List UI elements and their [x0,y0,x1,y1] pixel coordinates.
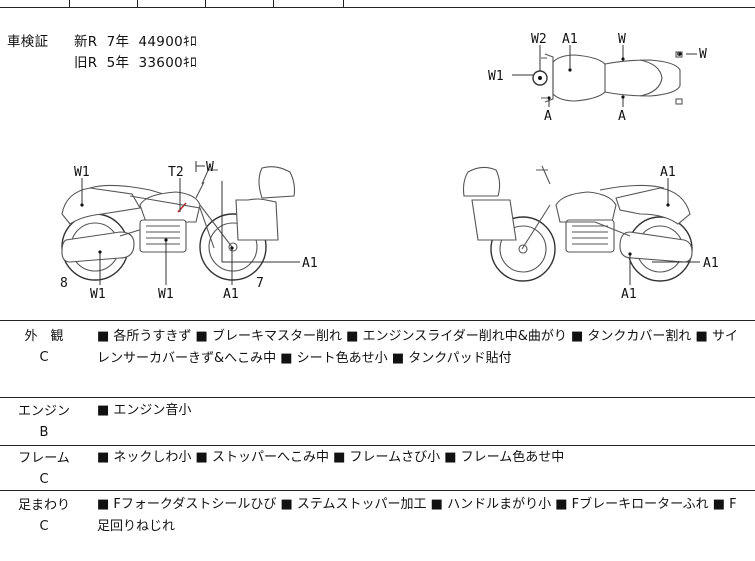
header-cell [0,0,70,8]
label-A: A [618,109,626,124]
label-A1: A1 [302,256,318,271]
row-label: 外 観 C [0,326,88,368]
motorcycle-top-view: W2 A1 W W W1 A A [488,32,707,124]
row-notes: ■ Fフォークダストシールひび ■ ステムストッパー加工 ■ ハンドルまがり小 … [97,497,737,534]
label-W: W [206,160,214,175]
row-label-text: フレーム [18,451,70,466]
label-A1: A1 [223,287,239,302]
inspection-new: 新R 7年 44900ｷﾛ [74,34,198,50]
header-strip [0,0,755,8]
damage-diagram-panel: 車検証 新R 7年 44900ｷﾛ 旧R 5年 33600ｷﾛ [0,8,755,321]
header-cell [206,0,274,8]
motorcycle-diagram: W2 A1 W W W1 A A [60,32,719,302]
label-W: W [699,47,707,62]
header-cell [70,0,138,8]
row-grade: C [39,472,49,487]
label-7: 7 [256,276,264,291]
condition-row-exterior: 外 観 C ■ 各所うすきず ■ ブレーキマスター削れ ■ エンジンスライダー削… [0,321,755,398]
row-label: フレーム C [0,448,88,490]
label-W1: W1 [90,287,106,302]
label-W1: W1 [488,69,504,84]
motorcycle-left-view: W1 T2 W A1 8 W1 W1 A1 7 [60,160,318,302]
row-label: エンジン B [0,401,88,443]
label-A1: A1 [703,256,719,271]
row-grade: C [39,519,49,534]
label-A1: A1 [562,32,578,47]
row-notes: ■ エンジン音小 [97,403,192,418]
inspection-label: 車検証 [7,34,49,50]
row-notes: ■ ネックしわ小 ■ ストッパーへこみ中 ■ フレームさび小 ■ フレーム色あせ… [97,450,565,465]
inspection-old: 旧R 5年 33600ｷﾛ [74,55,198,71]
label-A: A [544,109,552,124]
header-cell [274,0,344,8]
label-W: W [618,32,626,47]
label-W1: W1 [158,287,174,302]
row-label-text: 外 観 [24,329,64,344]
label-A1: A1 [621,287,637,302]
label-W2: W2 [531,32,547,47]
row-notes: ■ 各所うすきず ■ ブレーキマスター削れ ■ エンジンスライダー削れ中&曲がり… [97,329,738,366]
row-label-text: 足まわり [17,498,70,513]
label-T2: T2 [168,165,184,180]
motorcycle-right-view: A1 A1 A1 [462,165,719,302]
row-grade: B [39,425,49,440]
label-W1: W1 [74,165,90,180]
row-grade: C [39,350,49,365]
condition-row-engine: エンジン B ■ エンジン音小 [0,398,755,446]
label-8: 8 [60,276,68,291]
row-label-text: エンジン [17,404,70,419]
header-cell [138,0,206,8]
condition-row-suspension: 足まわり C ■ Fフォークダストシールひび ■ ステムストッパー加工 ■ ハン… [0,491,755,561]
condition-row-frame: フレーム C ■ ネックしわ小 ■ ストッパーへこみ中 ■ フレームさび小 ■ … [0,446,755,491]
label-A1: A1 [660,165,676,180]
row-label: 足まわり C [0,495,88,537]
